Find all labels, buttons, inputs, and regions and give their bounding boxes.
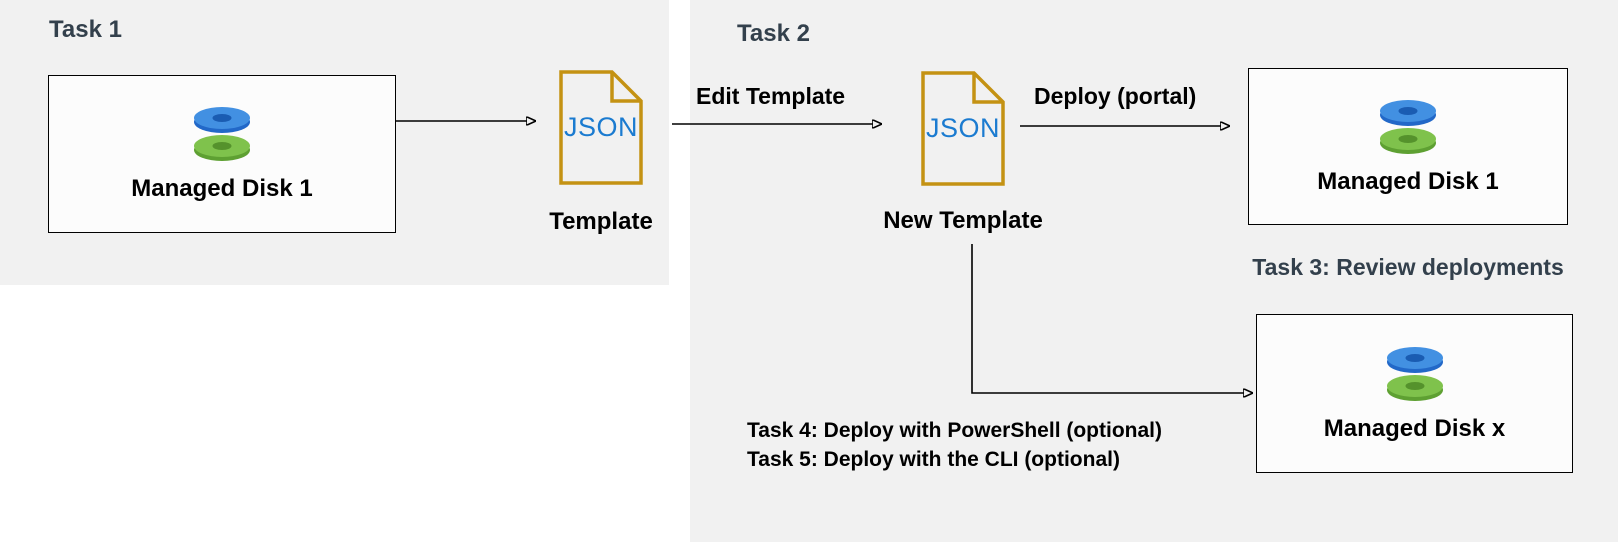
json-file-icon (921, 71, 1005, 186)
deployed-disk-scripted-box: Managed Disk x (1256, 314, 1573, 473)
source-disk-box: Managed Disk 1 (48, 75, 396, 233)
deploy-portal-label: Deploy (portal) (1034, 83, 1197, 109)
task1-heading: Task 1 (49, 16, 122, 43)
task3-annotation: Task 3: Review deployments (1252, 254, 1564, 280)
task5-annotation: Task 5: Deploy with the CLI (optional) (747, 448, 1120, 471)
deployed-disk-portal-box: Managed Disk 1 (1248, 68, 1568, 225)
json-file-icon (559, 70, 643, 185)
deployed-disk-scripted-label: Managed Disk x (1323, 414, 1506, 442)
source-disk-label: Managed Disk 1 (131, 175, 313, 202)
new-template-node: JSON (919, 69, 1007, 188)
task2-heading: Task 2 (737, 20, 810, 47)
managed-disk-icon (1386, 346, 1443, 401)
managed-disk-icon (194, 107, 250, 161)
task4-annotation: Task 4: Deploy with PowerShell (optional… (747, 419, 1162, 442)
task45-annotations: Task 4: Deploy with PowerShell (optional… (747, 416, 1162, 474)
json-file-text: JSON (563, 112, 638, 142)
managed-disk-icon (1380, 99, 1436, 154)
edit-template-label: Edit Template (696, 83, 846, 109)
new-template-label: New Template (883, 207, 1043, 234)
json-file-text: JSON (925, 113, 1000, 143)
template-node: JSON (557, 68, 645, 187)
template-label: Template (549, 208, 653, 235)
deployed-disk-portal-label: Managed Disk 1 (1317, 167, 1499, 195)
